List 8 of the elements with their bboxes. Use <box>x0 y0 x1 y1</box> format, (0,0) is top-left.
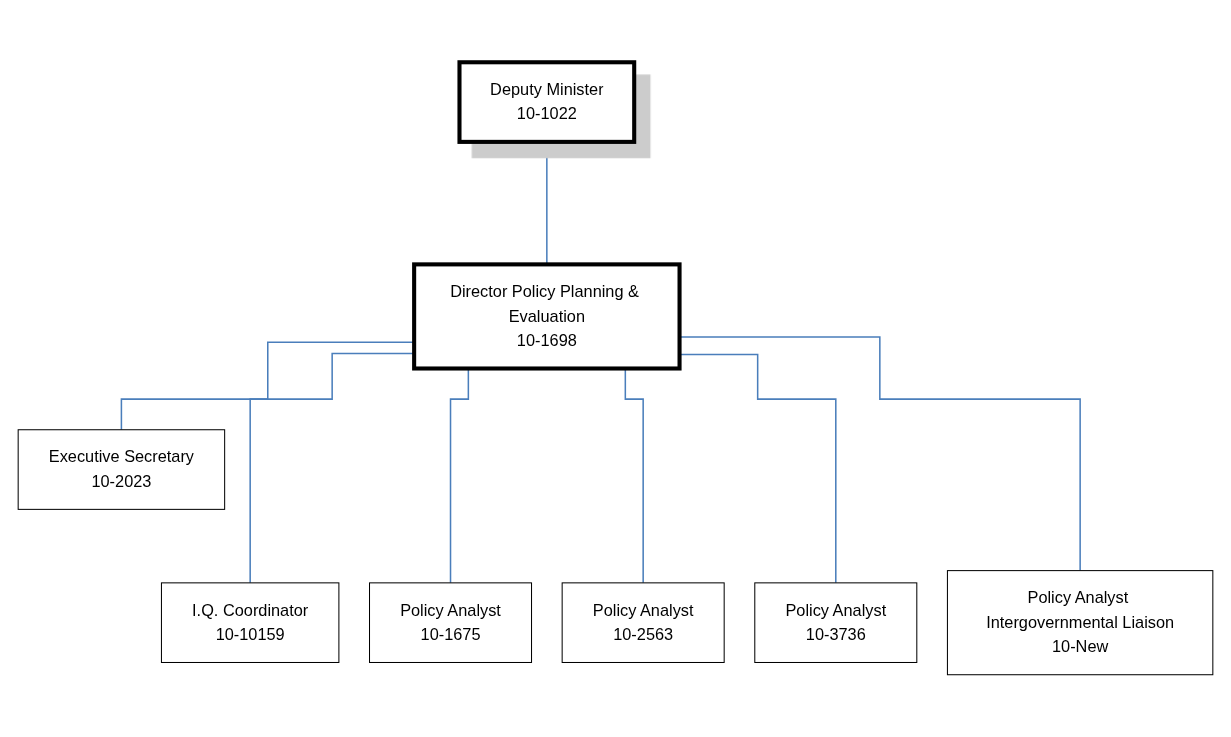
node-box: Policy Analyst 10-3736 <box>754 582 918 663</box>
node-box: Executive Secretary 10-2023 <box>17 429 226 510</box>
node-box: Director Policy Planning & Evaluation 10-1698 <box>412 262 682 371</box>
node-box: Policy Analyst 10-2563 <box>561 582 725 663</box>
node-box: I.Q. Coordinator 10-10159 <box>160 582 340 663</box>
node-box: Policy Analyst 10-1675 <box>369 582 533 663</box>
node-box: Deputy Minister 10-1022 <box>457 60 637 144</box>
node-box: Policy Analyst Intergovernmental Liaison 10-New <box>946 570 1214 676</box>
